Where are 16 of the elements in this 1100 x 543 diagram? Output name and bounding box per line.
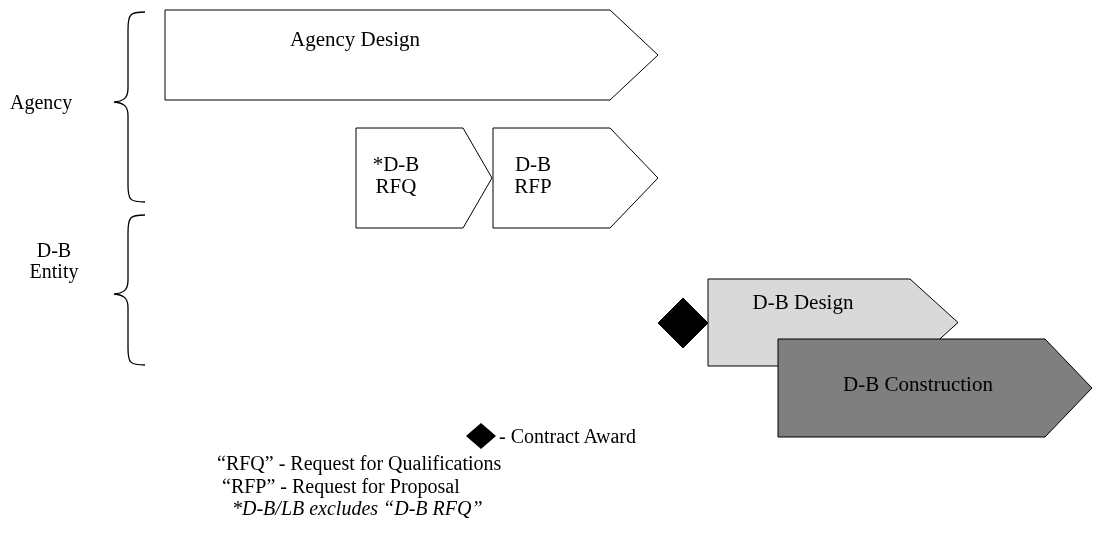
step-label: D-B RFP [513, 153, 553, 197]
legend-text: - Contract Award [499, 425, 636, 447]
note-text: *D-B/LB excludes “D-B RFQ” [232, 497, 483, 519]
step-label: D-B Construction [842, 373, 994, 395]
phase-box [493, 128, 658, 228]
note-text: “RFP” - Request for Proposal [222, 475, 460, 497]
step-label: *D-B RFQ [371, 153, 421, 197]
step-label: Agency Design [288, 28, 422, 50]
phase-box [778, 339, 1092, 437]
step-label: D-B Design [751, 291, 855, 313]
group-label: D-B Entity [28, 240, 80, 282]
note-text: “RFQ” - Request for Qualifications [217, 452, 502, 474]
milestone-diamond [658, 298, 708, 348]
phase-box [165, 10, 658, 100]
group-label: Agency [10, 91, 73, 113]
phase-box [356, 128, 492, 228]
